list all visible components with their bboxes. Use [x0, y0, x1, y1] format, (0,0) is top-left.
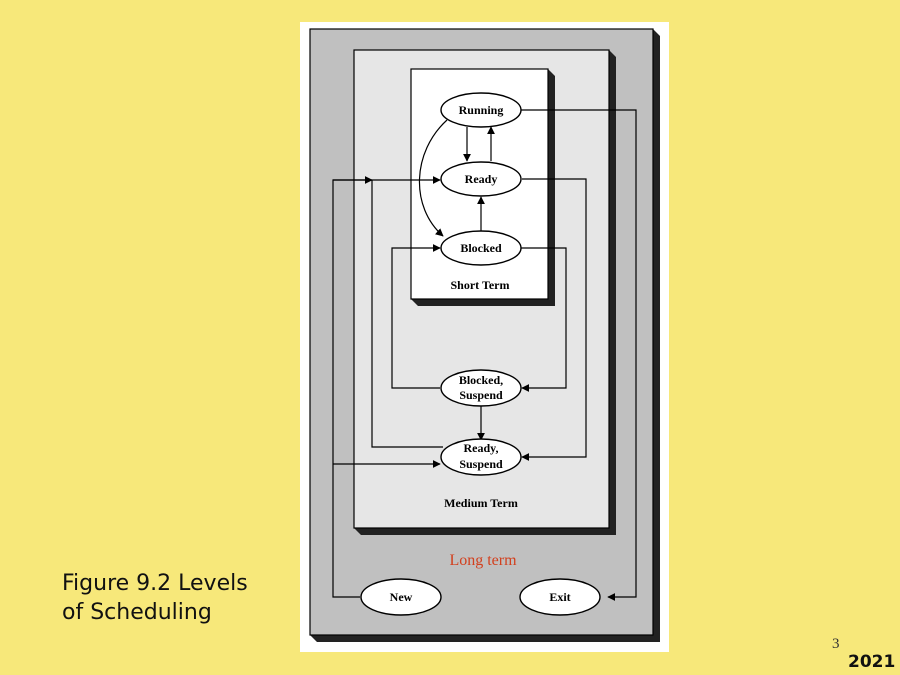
arrow-running-to-exit	[521, 109, 637, 601]
long-term-label: Long term	[449, 552, 517, 569]
label-running: Running	[459, 103, 504, 117]
caption-line-1: Figure 9.2 Levels	[62, 571, 248, 596]
label-ready-suspend-1: Ready,	[463, 441, 498, 455]
medium-term-label: Medium Term	[444, 496, 518, 510]
label-ready-suspend-2: Suspend	[459, 457, 503, 471]
arrow-readysusp-to-ready	[371, 180, 443, 448]
diagram-svg: Running Ready Blocked Blocked, Suspend R…	[300, 22, 669, 652]
arrow-blockedsusp-to-blocked	[391, 244, 441, 389]
short-term-label: Short Term	[450, 278, 509, 292]
arrow-ready-to-readysusp	[521, 178, 587, 461]
state-running	[440, 92, 522, 128]
state-ready	[440, 161, 522, 197]
arrow-new-to-ready	[332, 176, 441, 598]
scheduling-diagram: Running Ready Blocked Blocked, Suspend R…	[300, 22, 669, 652]
state-ready-suspend	[440, 438, 522, 476]
label-blocked-suspend-1: Blocked,	[459, 373, 503, 387]
figure-caption: Figure 9.2 Levels of Scheduling	[62, 569, 292, 627]
arrow-running-to-blocked	[418, 119, 448, 237]
arrow-blocked-to-blockedsusp	[521, 247, 567, 392]
page-number: 3	[832, 636, 840, 652]
state-blocked-suspend	[440, 369, 522, 407]
label-exit: Exit	[549, 590, 570, 604]
label-new: New	[390, 590, 413, 604]
state-exit	[519, 578, 601, 616]
state-blocked	[440, 230, 522, 266]
label-ready: Ready	[465, 172, 498, 186]
state-new	[360, 578, 442, 616]
label-blocked: Blocked	[460, 241, 502, 255]
label-blocked-suspend-2: Suspend	[459, 388, 503, 402]
year-label: 2021	[848, 652, 896, 672]
caption-line-2: of Scheduling	[62, 600, 212, 625]
